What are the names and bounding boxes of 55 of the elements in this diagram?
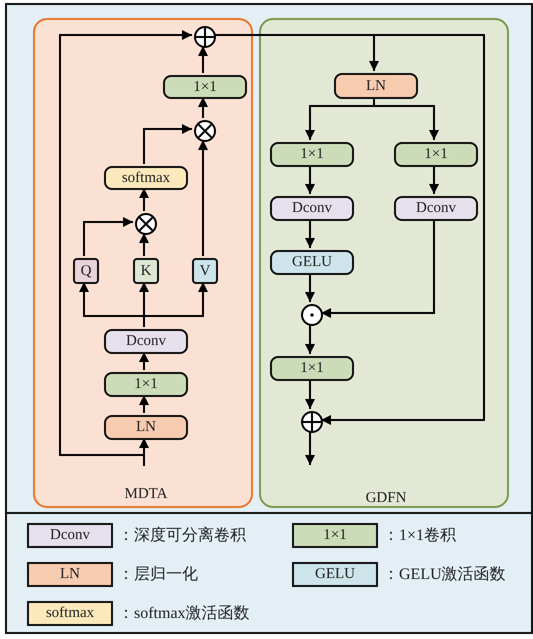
arrow [143, 124, 192, 164]
arrow [305, 379, 315, 409]
multiply-symbol [135, 213, 157, 235]
arrow [198, 97, 208, 118]
arrow [321, 219, 435, 318]
dconv-box: Dconv [394, 196, 478, 221]
arrow [198, 140, 208, 256]
add-symbol [194, 26, 216, 48]
legend-swatch: LN [27, 562, 113, 587]
activation-box: GELU [270, 250, 354, 275]
arrow [139, 352, 149, 370]
arrow [305, 431, 315, 465]
dconv-box: Dconv [270, 196, 354, 221]
legend-text: ：softmax激活函数 [118, 604, 250, 624]
arrow [305, 165, 315, 194]
arrow [305, 219, 315, 248]
arrow [83, 217, 133, 256]
add-symbol [301, 411, 323, 433]
conv-box: 1×1 [394, 142, 478, 167]
panel-title: MDTA [124, 486, 168, 503]
module-panel [33, 18, 253, 508]
conv-box: 1×1 [270, 142, 354, 167]
key-box: K [133, 258, 159, 284]
legend-swatch: softmax [27, 601, 113, 626]
arrow [198, 46, 208, 73]
value-box: V [192, 258, 218, 284]
arrow [373, 97, 439, 140]
dconv-box: Dconv [104, 329, 188, 354]
conv-box: 1×1 [163, 75, 247, 99]
arrow [143, 282, 208, 327]
legend-text: ：GELU激活函数 [383, 565, 506, 585]
query-box: Q [73, 258, 99, 284]
arrow [139, 438, 149, 466]
module-panel [259, 18, 509, 508]
legend-text: ：层归一化 [118, 564, 198, 585]
legend-text: ：1×1卷积 [383, 526, 456, 546]
multiply-symbol [194, 120, 216, 142]
conv-box: 1×1 [270, 356, 354, 381]
legend-swatch: 1×1 [292, 523, 378, 548]
norm-box: LN [104, 415, 188, 440]
arrow [305, 273, 315, 302]
panel-title: GDFN [364, 490, 408, 507]
legend-swatch: GELU [292, 562, 378, 587]
norm-box: LN [334, 73, 418, 99]
conv-box: 1×1 [104, 372, 188, 397]
legend-text: ：深度可分离卷积 [118, 526, 246, 546]
softmax-box: softmax [104, 166, 188, 190]
arrow [59, 30, 192, 456]
arrow [139, 233, 149, 256]
arrow [139, 188, 149, 211]
arrow [139, 395, 149, 413]
elementwise-product-symbol [301, 304, 323, 326]
arrow [305, 324, 315, 354]
arrow [429, 165, 439, 194]
legend-swatch: Dconv [27, 523, 113, 548]
